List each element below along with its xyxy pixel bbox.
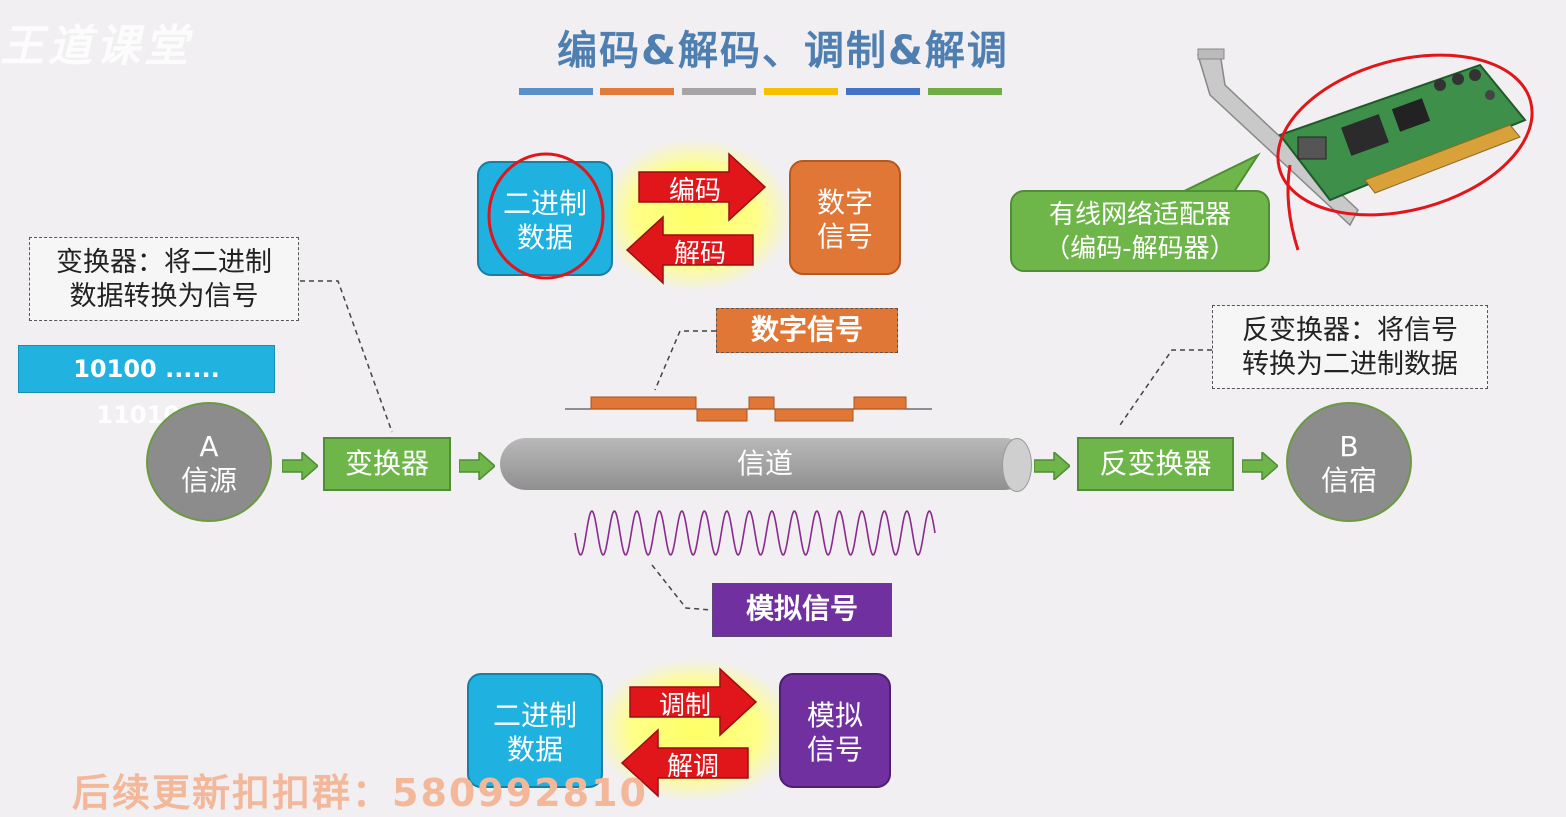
digital-signal-line1: 数字 bbox=[816, 186, 873, 219]
binary-data-top-line1: 二进制 bbox=[502, 187, 587, 220]
red-annotation-circle bbox=[487, 152, 605, 280]
converter-box: 变换器 bbox=[323, 437, 451, 491]
inverse-callout-line1: 反变换器：将信号 bbox=[1242, 315, 1458, 346]
analog-signal-line1: 模拟 bbox=[806, 699, 863, 732]
green-arrow-icon bbox=[282, 452, 318, 480]
analog-signal-waveform bbox=[574, 509, 936, 557]
binary-data-box-bottom: 二进制 数据 bbox=[467, 673, 603, 788]
network-card-image bbox=[1197, 48, 1534, 251]
converter-callout: 变换器：将二进制 数据转换为信号 bbox=[29, 237, 299, 321]
title-underline-bar-4 bbox=[764, 88, 838, 95]
modulate-arrow-icon bbox=[629, 667, 758, 737]
source-node: A 信源 bbox=[146, 402, 272, 522]
slide-title: 编码&解码、调制&解调 bbox=[557, 28, 1009, 74]
encode-label: 编码 bbox=[668, 176, 721, 206]
title-underline-bar-2 bbox=[600, 88, 674, 95]
nic-callout: 有线网络适配器 （编码-解码器） bbox=[1010, 190, 1270, 272]
digital-signal-line2: 信号 bbox=[816, 220, 873, 253]
sink-node: B 信宿 bbox=[1286, 402, 1412, 522]
channel-pipe: 信道 bbox=[500, 438, 1030, 490]
source-label: 信源 bbox=[180, 464, 237, 497]
title-underline-bar-6 bbox=[928, 88, 1002, 95]
decode-label: 解码 bbox=[673, 239, 726, 269]
modulate-label: 调制 bbox=[658, 691, 711, 721]
analog-signal-line2: 信号 bbox=[806, 733, 863, 766]
encode-arrow-icon bbox=[638, 152, 767, 222]
nic-callout-line1: 有线网络适配器 bbox=[1048, 200, 1231, 230]
binary-data-bottom-line2: 数据 bbox=[506, 733, 563, 766]
title-underline-bar-3 bbox=[682, 88, 756, 95]
sink-label: 信宿 bbox=[1320, 464, 1377, 497]
demodulate-arrow-icon bbox=[620, 728, 749, 798]
converter-callout-line1: 变换器：将二进制 bbox=[56, 247, 272, 278]
inverse-converter-box: 反变换器 bbox=[1077, 437, 1234, 491]
binary-data-top-line2: 数据 bbox=[516, 221, 573, 254]
demodulate-label: 解调 bbox=[666, 752, 719, 782]
inverse-callout-line2: 转换为二进制数据 bbox=[1242, 349, 1458, 380]
digital-signal-box: 数字 信号 bbox=[789, 160, 901, 275]
title-underline-bar-5 bbox=[846, 88, 920, 95]
converter-callout-line2: 数据转换为信号 bbox=[69, 281, 259, 312]
analog-signal-box: 模拟 信号 bbox=[779, 673, 891, 788]
source-letter: A bbox=[199, 430, 219, 463]
nic-callout-line2: （编码-解码器） bbox=[1044, 234, 1236, 264]
watermark-logo: 王道课堂 bbox=[0, 21, 192, 72]
dashed-connectors bbox=[300, 280, 1212, 611]
green-arrow-icon bbox=[459, 452, 495, 480]
digital-signal-waveform bbox=[565, 396, 932, 422]
inverse-converter-callout: 反变换器：将信号 转换为二进制数据 bbox=[1212, 305, 1488, 389]
binary-data-bottom-line1: 二进制 bbox=[492, 699, 577, 732]
analog-signal-tag: 模拟信号 bbox=[712, 583, 892, 637]
green-arrow-icon bbox=[1242, 452, 1278, 480]
decode-arrow-icon bbox=[625, 215, 754, 285]
green-arrow-icon bbox=[1034, 452, 1070, 480]
sink-letter: B bbox=[1339, 430, 1359, 463]
digital-signal-tag: 数字信号 bbox=[716, 308, 898, 353]
title-underline-bar-1 bbox=[519, 88, 593, 95]
channel-pipe-cap bbox=[1002, 438, 1032, 492]
footer-qq-group: 后续更新扣扣群：580992810 bbox=[72, 771, 648, 815]
